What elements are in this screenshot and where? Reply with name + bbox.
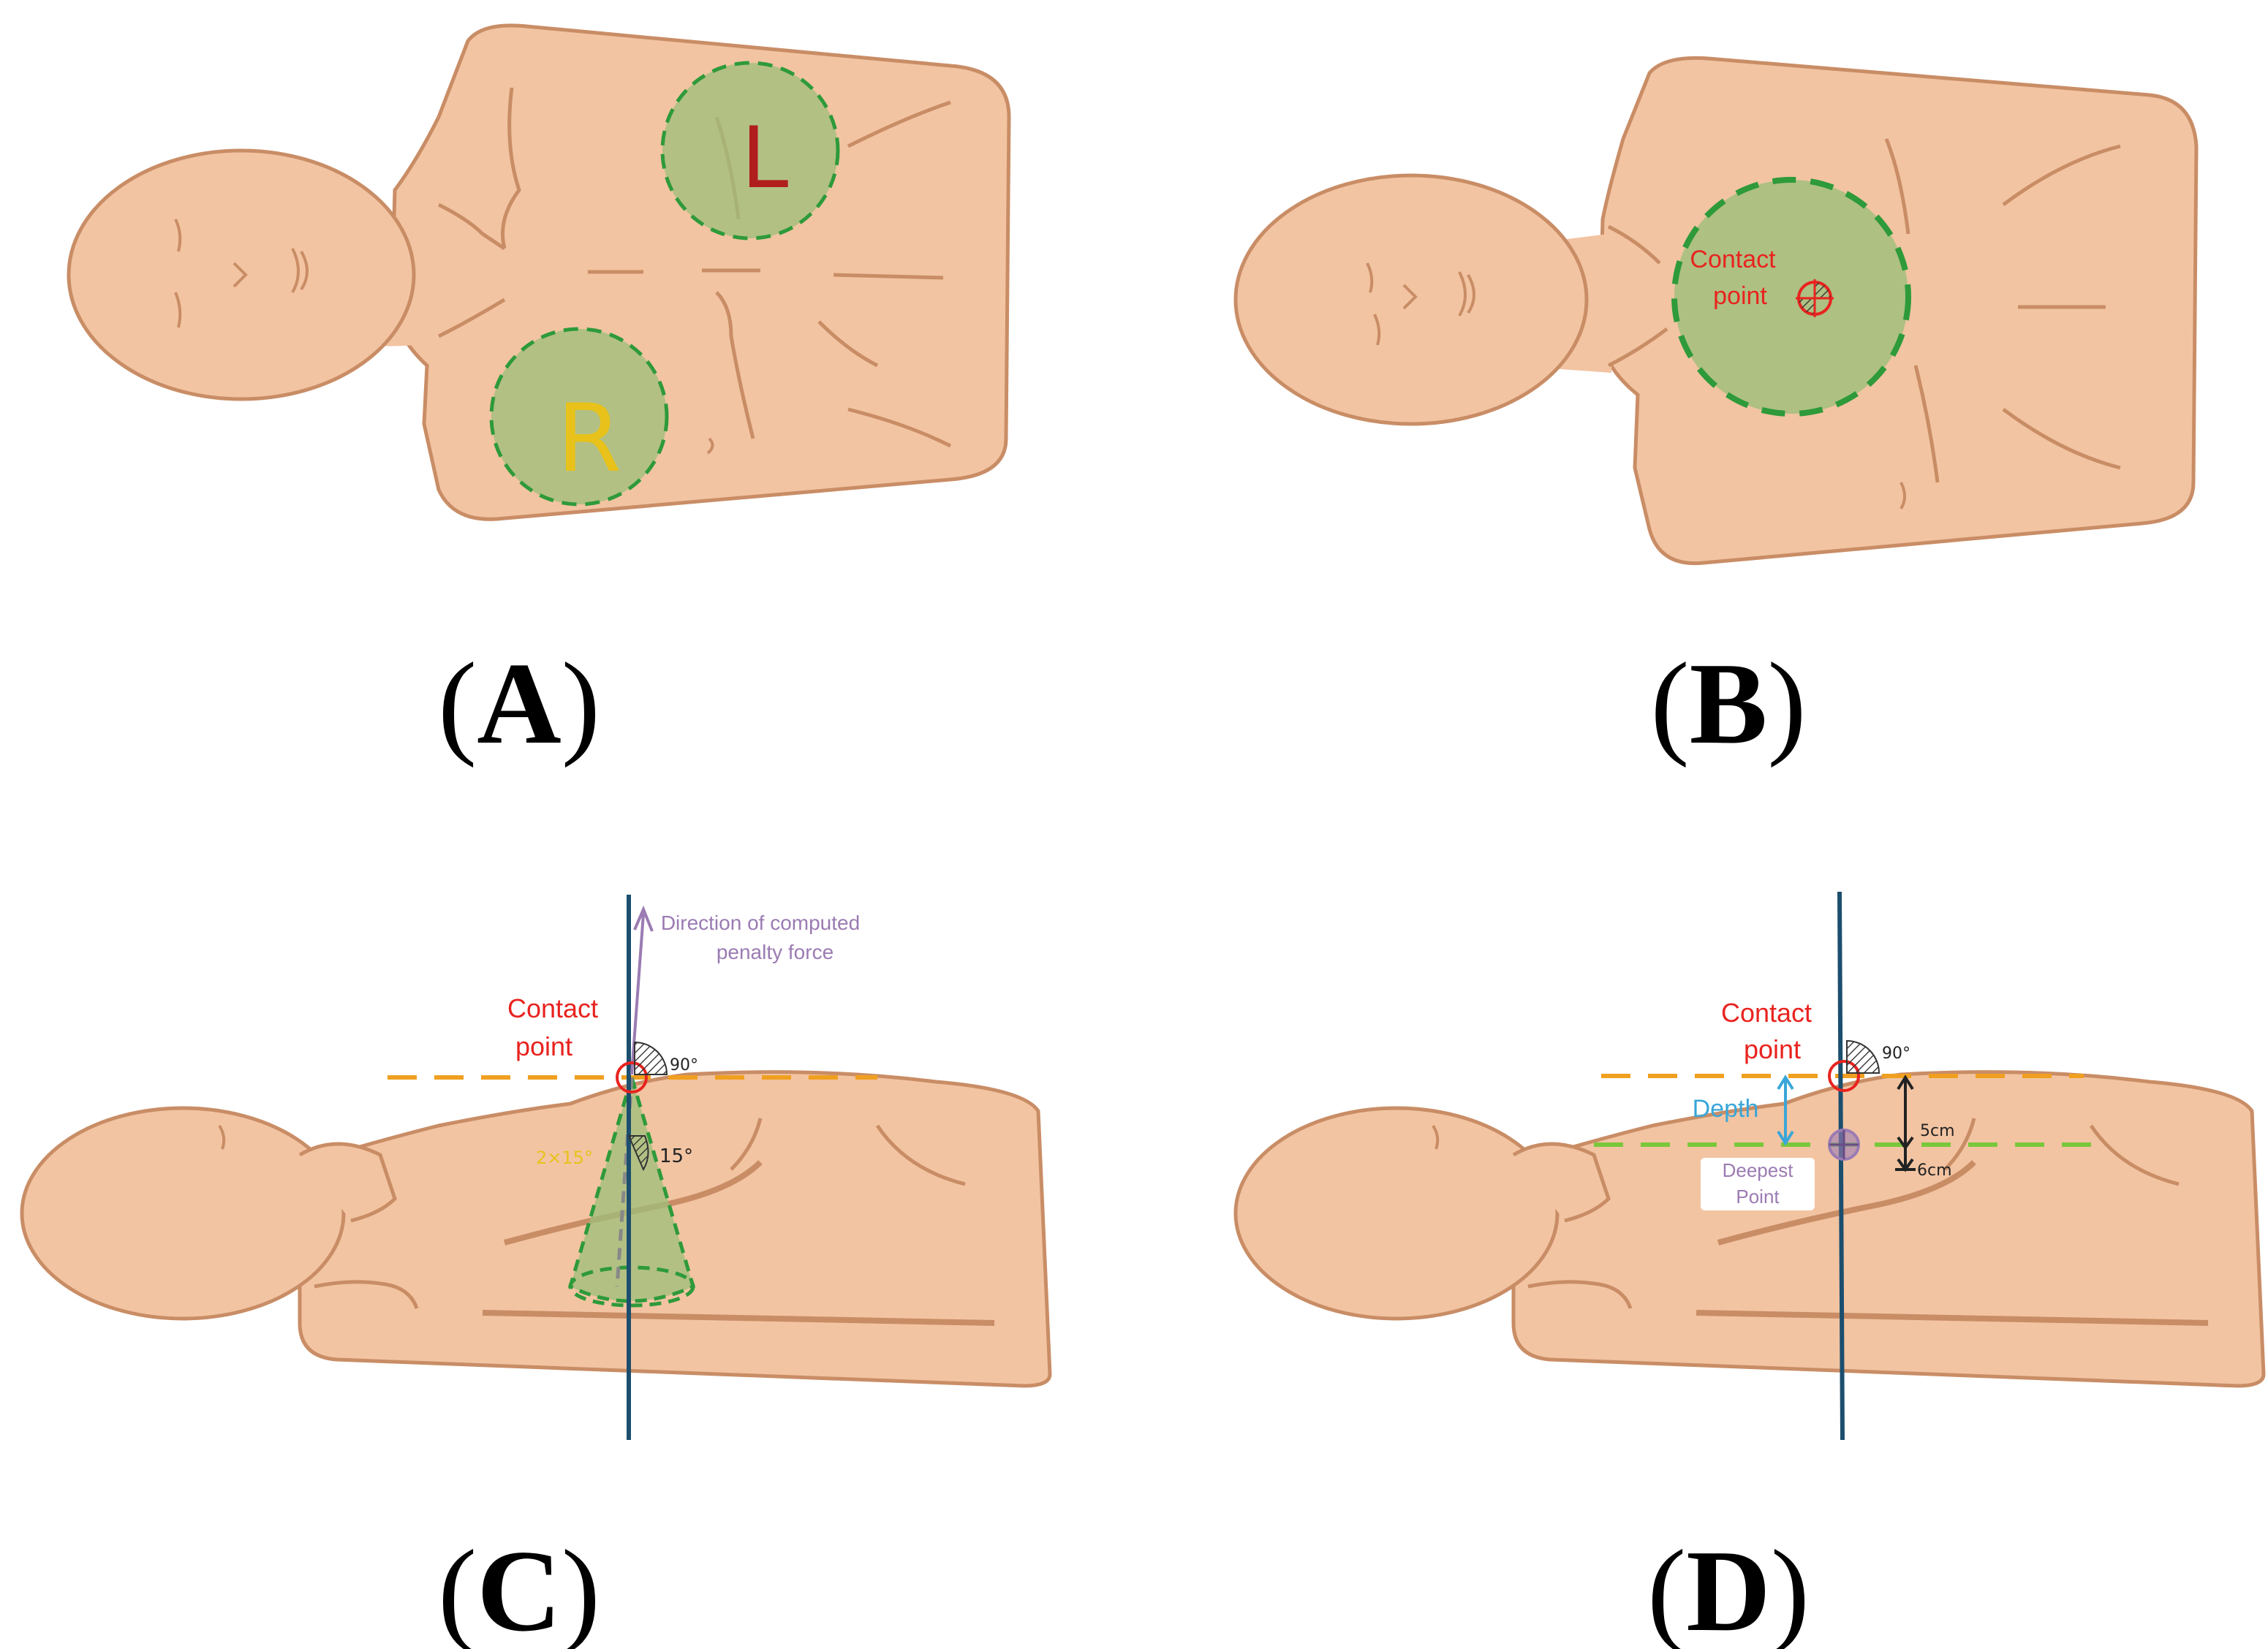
direction-label-line1: Direction of computed xyxy=(661,911,860,934)
vertical-reference-line-d xyxy=(1837,891,1845,1441)
panel-b-letter: B xyxy=(1690,638,1768,768)
contact-point-label-b-line2: point xyxy=(1713,282,1767,310)
cone-base xyxy=(568,1265,695,1308)
deepest-label-line1: Deepest xyxy=(1723,1159,1794,1181)
right-pad-marker: R xyxy=(557,384,622,493)
contact-point-label-c-line2: point xyxy=(515,1031,572,1061)
left-pad-marker: L xyxy=(741,109,789,208)
panel-a-caption: (A) xyxy=(438,638,600,768)
angle-90-label-c: 90° xyxy=(670,1056,698,1074)
contact-point-label-d-line2: point xyxy=(1744,1034,1801,1064)
angle-15-hatch xyxy=(627,1135,649,1172)
manikin-side-view-c xyxy=(20,1070,1052,1388)
angle-90-label-d: 90° xyxy=(1882,1045,1910,1063)
deepest-point-marker xyxy=(1828,1129,1860,1161)
panel-b-caption: (B) xyxy=(1650,638,1806,768)
panel-c-caption: (C) xyxy=(438,1525,600,1649)
panel-a: L R (A) xyxy=(67,23,1011,768)
cone-axis xyxy=(615,1077,634,1287)
dimension-5cm-label: 5cm xyxy=(1920,1122,1955,1140)
contact-point-label-b-line1: Contact xyxy=(1690,246,1776,273)
contact-point-label-d-line1: Contact xyxy=(1721,998,1812,1028)
contact-point-marker-c xyxy=(616,1061,648,1093)
right-angle-hatch-c xyxy=(634,1041,668,1075)
deepest-label-line2: Point xyxy=(1736,1186,1780,1208)
deepest-label-box xyxy=(1701,1158,1815,1210)
panel-a-letter: A xyxy=(477,638,562,768)
panel-b: Contact point (B) xyxy=(1233,56,2199,768)
right-angle-hatch-d xyxy=(1846,1039,1880,1074)
depth-arrow xyxy=(1777,1074,1794,1146)
manikin-side-view-d xyxy=(1233,1070,2266,1388)
right-pad-zone xyxy=(489,327,669,507)
angle-2x15-label: 2×15° xyxy=(536,1148,593,1168)
panel-c: Direction of computed penalty force Cont… xyxy=(20,895,1052,1649)
dimension-arrows xyxy=(1895,1074,1916,1172)
tolerance-cone xyxy=(568,1071,696,1303)
left-pad-zone xyxy=(660,61,840,240)
contact-point-marker-d xyxy=(1828,1060,1860,1092)
dimension-6cm-label: 6cm xyxy=(1917,1161,1952,1180)
panel-d-caption: (D) xyxy=(1647,1525,1810,1649)
penalty-force-arrow xyxy=(630,905,654,1075)
angle-15-label: 15° xyxy=(659,1145,693,1167)
depth-label: Depth xyxy=(1693,1095,1759,1123)
panel-c-letter: C xyxy=(477,1525,562,1649)
contact-point-marker-b xyxy=(1796,279,1834,317)
panel-d-letter: D xyxy=(1686,1525,1771,1649)
compression-zone xyxy=(1671,177,1911,417)
direction-label-line2: penalty force xyxy=(717,941,834,963)
panel-d: Contact point 90° Depth Deepest Point 5 xyxy=(1233,891,2266,1649)
contact-point-label-c-line1: Contact xyxy=(507,993,598,1023)
